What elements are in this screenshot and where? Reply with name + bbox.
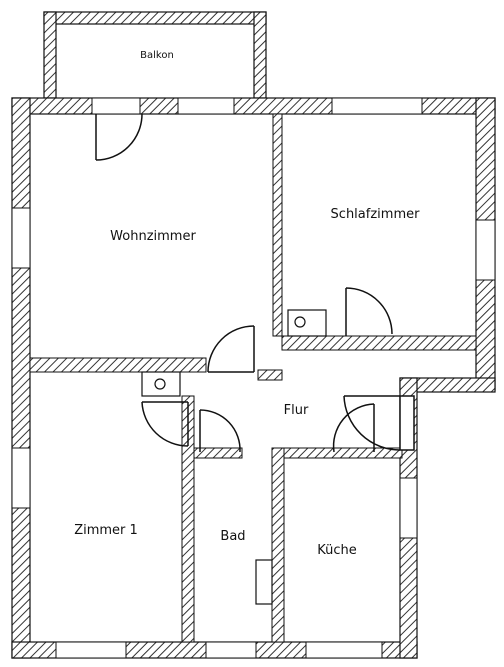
- exterior-walls: [11, 97, 496, 659]
- balkon-label: Balkon: [140, 50, 174, 61]
- balcony: [43, 11, 267, 99]
- schlafzimmer-label: Schlafzimmer: [331, 207, 421, 222]
- door-balcony: [95, 113, 143, 161]
- wohnzimmer-label: Wohnzimmer: [110, 229, 196, 244]
- interior-walls: [29, 113, 477, 643]
- kueche-label: Küche: [317, 543, 357, 558]
- door-schlafzimmer: [345, 287, 393, 336]
- fixtures: [141, 309, 327, 605]
- flur-label: Flur: [284, 403, 309, 418]
- stove-icon: [287, 309, 327, 337]
- door-bad: [199, 409, 241, 453]
- windows: [11, 97, 496, 659]
- door-wohnzimmer: [207, 325, 255, 373]
- bad-label: Bad: [220, 529, 245, 544]
- bathtub-icon: [255, 559, 273, 605]
- doors: [95, 113, 415, 453]
- zimmer1-label: Zimmer 1: [74, 523, 138, 538]
- door-kueche: [332, 403, 375, 453]
- door-zimmer1: [141, 401, 189, 447]
- door-entry: [343, 395, 415, 451]
- stove-icon: [141, 371, 181, 397]
